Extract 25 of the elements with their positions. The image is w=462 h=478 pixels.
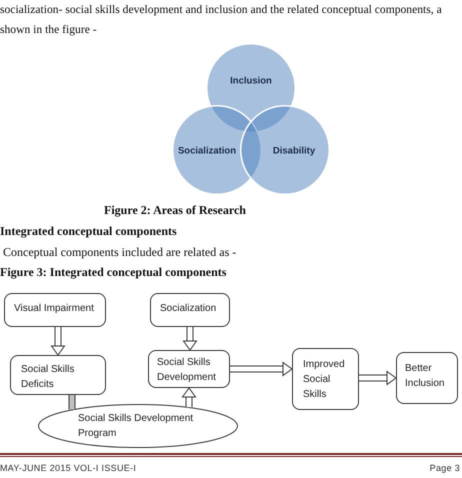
process-box: Better Inclusion <box>396 352 458 404</box>
block-arrow <box>182 388 196 408</box>
ellipse-node <box>38 404 238 448</box>
venn-circle <box>240 105 330 195</box>
figure-caption: Figure 2: Areas of Research <box>104 203 246 217</box>
process-box: Improved Social Skills <box>292 348 359 410</box>
footer-text: MAY-JUNE 2015 VOL-I ISSUE-I <box>0 462 136 475</box>
connector-band <box>68 395 76 410</box>
section-heading: Integrated conceptual components <box>0 224 177 238</box>
circle-label: Disability <box>272 146 316 156</box>
body-text: Conceptual components included are related as - <box>3 245 236 259</box>
process-box: Visual Impairment <box>4 293 106 327</box>
node-label: Social Skills Development Program <box>78 412 194 441</box>
block-arrow <box>51 327 65 356</box>
process-box: Socialization <box>150 293 230 327</box>
body-text: socialization- social skills development and inclusion and the related conceptual components, a shown in the figure - <box>0 2 443 38</box>
block-arrow <box>359 371 396 385</box>
process-box: Social Skills Deficits <box>10 355 106 395</box>
circle-label: Socialization <box>178 146 236 156</box>
figure-caption: Figure 3: Integrated conceptual components <box>0 265 226 279</box>
circle-label: Inclusion <box>230 76 272 86</box>
block-arrow <box>183 327 197 350</box>
page-number: Page 3 <box>430 462 460 475</box>
process-box: Social Skills Development <box>148 350 230 388</box>
block-arrow <box>230 362 292 376</box>
